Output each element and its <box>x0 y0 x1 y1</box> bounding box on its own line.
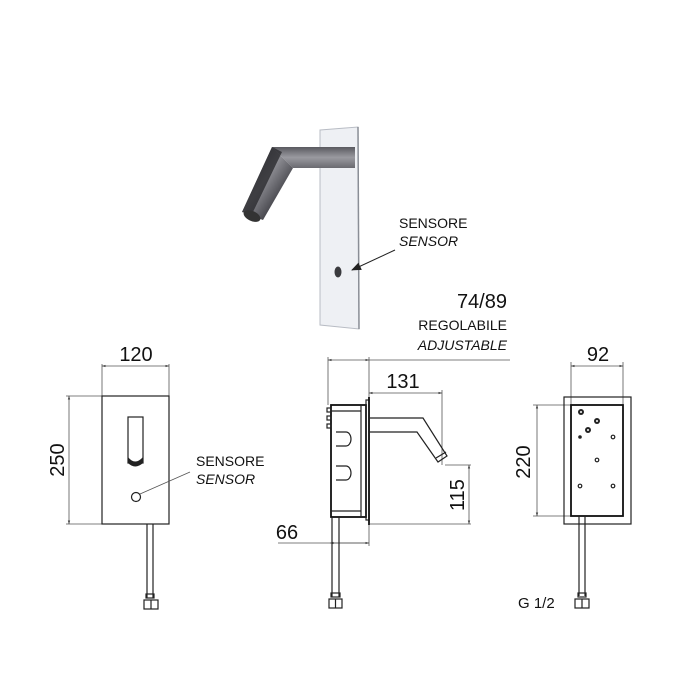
sensor-label-it: SENSORE <box>399 215 467 231</box>
height-dimension: 250 <box>47 443 69 476</box>
box-depth-dimension: 66 <box>276 522 298 544</box>
sensor-arrow <box>351 249 396 271</box>
sensor-label-en: SENSOR <box>399 233 458 249</box>
adjustable-label-it: REGOLABILE <box>418 317 507 333</box>
spout-height-dimension: 115 <box>447 479 469 511</box>
front-plate <box>101 395 170 525</box>
front-spout <box>127 416 144 464</box>
rear-view: 92 220 G 1/2 <box>513 344 632 612</box>
connection-label: G 1/2 <box>518 595 555 612</box>
adjustable-dimension: 74/89 <box>457 291 507 313</box>
aerator <box>243 210 261 222</box>
rear-height-dimension: 220 <box>513 445 535 478</box>
spout-arm <box>272 147 355 168</box>
side-view: 74/89 REGOLABILE ADJUSTABLE 131 115 66 <box>276 291 510 609</box>
adjustable-label-en: ADJUSTABLE <box>417 337 508 353</box>
width-dimension: 120 <box>119 344 152 366</box>
rear-width-dimension: 92 <box>587 344 609 366</box>
rear-plate <box>563 396 632 525</box>
rear-box <box>570 404 624 517</box>
front-view: 120 250 SENSORE SENSOR <box>47 344 264 610</box>
side-spout <box>369 417 448 463</box>
spout-projection-dimension: 131 <box>386 371 419 393</box>
sensor-dot <box>334 266 342 278</box>
front-sensor <box>130 491 142 503</box>
perspective-view: SENSORE SENSOR <box>242 126 467 330</box>
front-sensor-label-it: SENSORE <box>196 453 264 469</box>
front-sensor-label-en: SENSOR <box>196 471 255 487</box>
